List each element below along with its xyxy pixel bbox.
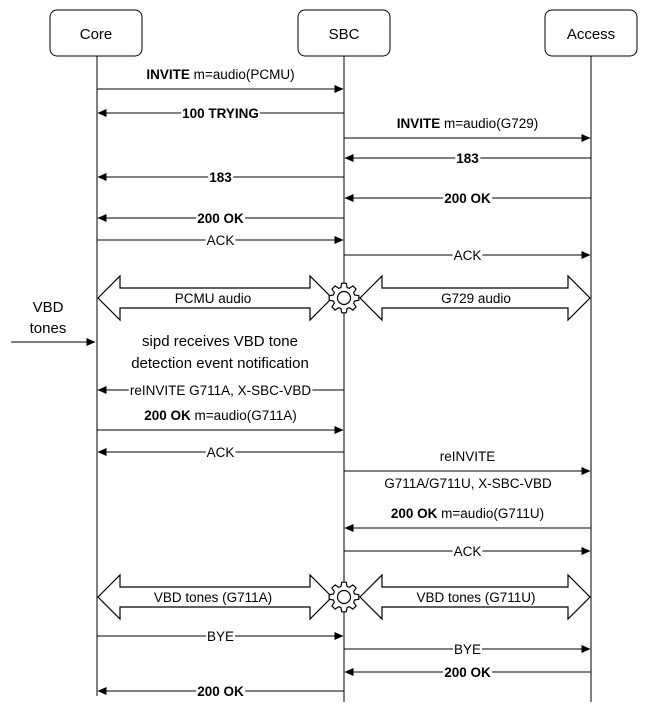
message: 200 OK m=audio(G711U) <box>344 506 591 532</box>
vbd-tones-input: VBD tones <box>11 299 96 346</box>
message: reINVITE <box>344 449 591 475</box>
message-label: 200 OK m=audio(G711A) <box>144 408 296 423</box>
message-label: reINVITE <box>440 449 496 464</box>
message-label-background <box>196 684 246 699</box>
media-vbd-u-label: VBD tones (G711U) <box>416 590 535 605</box>
message-label: INVITE m=audio(G729) <box>397 116 538 131</box>
gear-hub <box>336 290 352 306</box>
media-vbd-a-label: VBD tones (G711A) <box>154 590 272 605</box>
message: ACK <box>97 445 344 460</box>
message-label-background <box>452 642 483 657</box>
message-label-background <box>181 106 260 121</box>
media-pcmu-block-arrow: PCMU audio <box>97 274 333 322</box>
message: ACK <box>344 248 591 263</box>
message: INVITE m=audio(PCMU) <box>97 67 344 93</box>
media-vbd-u-block-arrow: VBD tones (G711U) <box>359 573 591 621</box>
participant-access: Access <box>544 9 638 57</box>
message: 200 OK m=audio(G711A) <box>97 408 344 434</box>
message-label: ACK <box>207 445 235 460</box>
participant-core-label: Core <box>80 26 113 43</box>
message-label-background <box>205 445 236 460</box>
message-label: 200 OK <box>197 684 244 699</box>
media-pcmu-label: PCMU audio <box>175 291 252 306</box>
message-label: BYE <box>207 629 234 644</box>
message-label: ACK <box>207 233 235 248</box>
message-label: 200 OK <box>444 191 491 206</box>
message: 200 OK <box>97 211 344 226</box>
message: 183 <box>97 170 344 185</box>
message-label-background <box>205 233 236 248</box>
message: 200 OK <box>344 191 591 206</box>
message-label: 183 <box>209 170 232 185</box>
message-label-background <box>443 665 493 680</box>
message-label: 200 OK m=audio(G711U) <box>391 506 544 521</box>
message-label-background <box>452 544 483 559</box>
message-label-background <box>196 211 246 226</box>
message-label: 200 OK <box>444 665 491 680</box>
gear-hub <box>336 589 352 605</box>
message: reINVITE G711A, X-SBC-VBD <box>97 383 344 398</box>
message-label: INVITE m=audio(PCMU) <box>146 67 294 82</box>
gear-icon <box>328 282 360 314</box>
message-label-background <box>205 629 236 644</box>
message-label: ACK <box>454 544 482 559</box>
message: BYE <box>344 642 591 657</box>
message: 183 <box>344 151 591 166</box>
media-g729-label: G729 audio <box>441 291 511 306</box>
message-label: 183 <box>456 151 479 166</box>
participant-sbc: SBC <box>297 9 391 57</box>
message: BYE <box>97 629 344 644</box>
participant-core: Core <box>49 9 143 57</box>
message-label-background <box>452 248 483 263</box>
message: INVITE m=audio(G729) <box>344 116 591 142</box>
media-vbd-a-block-arrow: VBD tones (G711A) <box>97 573 333 621</box>
message: 200 OK <box>97 684 344 699</box>
message-label: 200 OK <box>197 211 244 226</box>
message-label-background <box>455 151 481 166</box>
vbd-tones-label-line1: VBD <box>33 299 64 316</box>
message-arrows: INVITE m=audio(PCMU) 100 TRYING INVITE m=a… <box>97 67 591 699</box>
message-label-background <box>443 191 493 206</box>
message-label: reINVITE G711A, X-SBC-VBD <box>130 383 312 398</box>
sipd-note-line2: detection event notification <box>131 355 309 372</box>
message: 200 OK <box>344 665 591 680</box>
sipd-note-line1: sipd receives VBD tone <box>142 333 298 350</box>
message-label-background <box>208 170 234 185</box>
participant-sbc-label: SBC <box>329 26 360 43</box>
reinvite-access-params: G711A/G711U, X-SBC-VBD <box>384 476 552 491</box>
gear-icon <box>328 581 360 613</box>
message: ACK <box>97 233 344 248</box>
message: ACK <box>344 544 591 559</box>
participant-access-label: Access <box>567 26 615 43</box>
message-label: 100 TRYING <box>182 106 259 121</box>
message-label: ACK <box>454 248 482 263</box>
sipd-note: sipd receives VBD tone detection event n… <box>131 333 309 372</box>
vbd-tones-label-line2: tones <box>30 320 67 337</box>
message-label: BYE <box>454 642 481 657</box>
message-label-background <box>128 383 313 398</box>
message: 100 TRYING <box>97 106 344 121</box>
media-g729-block-arrow: G729 audio <box>359 274 591 322</box>
